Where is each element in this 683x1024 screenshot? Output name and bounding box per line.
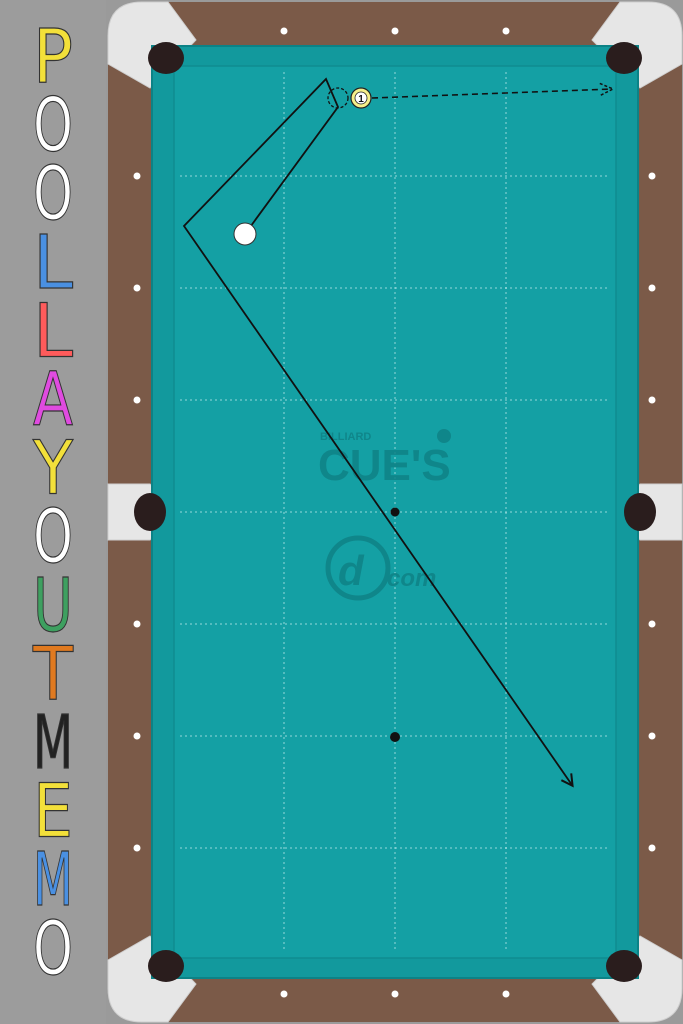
diamond-marker-icon — [280, 990, 288, 998]
diamond-marker-icon — [648, 284, 656, 292]
title-letter: A — [33, 357, 73, 443]
diamond-marker-icon — [391, 27, 399, 35]
pocket-icon — [148, 42, 184, 74]
title-letter: O — [33, 83, 73, 169]
object-ball-1[interactable]: 1 — [350, 87, 372, 109]
pocket-icon — [606, 42, 642, 74]
cue-ball[interactable] — [233, 222, 257, 246]
title-letter: Y — [32, 426, 74, 512]
ball-number: 1 — [358, 94, 364, 105]
diamond-marker-icon — [133, 620, 141, 628]
diamond-marker-icon — [502, 27, 510, 35]
diamond-marker-icon — [502, 990, 510, 998]
diamond-marker-icon — [133, 172, 141, 180]
ghost-ball — [327, 87, 349, 109]
title-letter: O — [33, 494, 73, 580]
pocket-icon — [134, 493, 166, 531]
diamond-marker-icon — [648, 844, 656, 852]
pool-table: BILLIARD CUE'S d com 1 — [107, 1, 683, 1023]
object-ball-path — [371, 89, 612, 98]
diamond-marker-icon — [133, 284, 141, 292]
logo-ball-icon — [437, 429, 451, 443]
diamond-marker-icon — [280, 27, 288, 35]
title-letter: U — [33, 563, 73, 649]
diamond-marker-icon — [133, 732, 141, 740]
pocket-icon — [606, 950, 642, 982]
pocket-icon — [624, 493, 656, 531]
diamond-markers — [133, 27, 656, 998]
title-letter: O — [33, 151, 73, 237]
diamond-marker-icon — [648, 620, 656, 628]
title-letter: L — [33, 288, 73, 374]
logo-brand-text: CUE'S — [318, 441, 451, 490]
pockets — [134, 42, 656, 982]
title-letter: L — [33, 220, 73, 306]
title-letter: M — [33, 700, 73, 786]
diamond-marker-icon — [391, 990, 399, 998]
pocket-icon — [148, 950, 184, 982]
cue-ball-path — [182, 77, 572, 785]
diamond-marker-icon — [133, 844, 141, 852]
foot-spot-icon — [390, 732, 400, 742]
diamond-marker-icon — [648, 172, 656, 180]
title-letter: E — [33, 769, 73, 855]
title-letter: P — [33, 14, 73, 100]
diamond-marker-icon — [133, 396, 141, 404]
logo-d-text: d — [338, 547, 365, 594]
center-spot-icon — [390, 507, 400, 517]
diamond-marker-icon — [648, 396, 656, 404]
title-letter: T — [32, 631, 74, 717]
title-letter: O — [33, 906, 73, 992]
title-letter: M — [33, 837, 73, 923]
watermark-logo: BILLIARD CUE'S d com — [318, 429, 451, 601]
diamond-marker-icon — [648, 732, 656, 740]
